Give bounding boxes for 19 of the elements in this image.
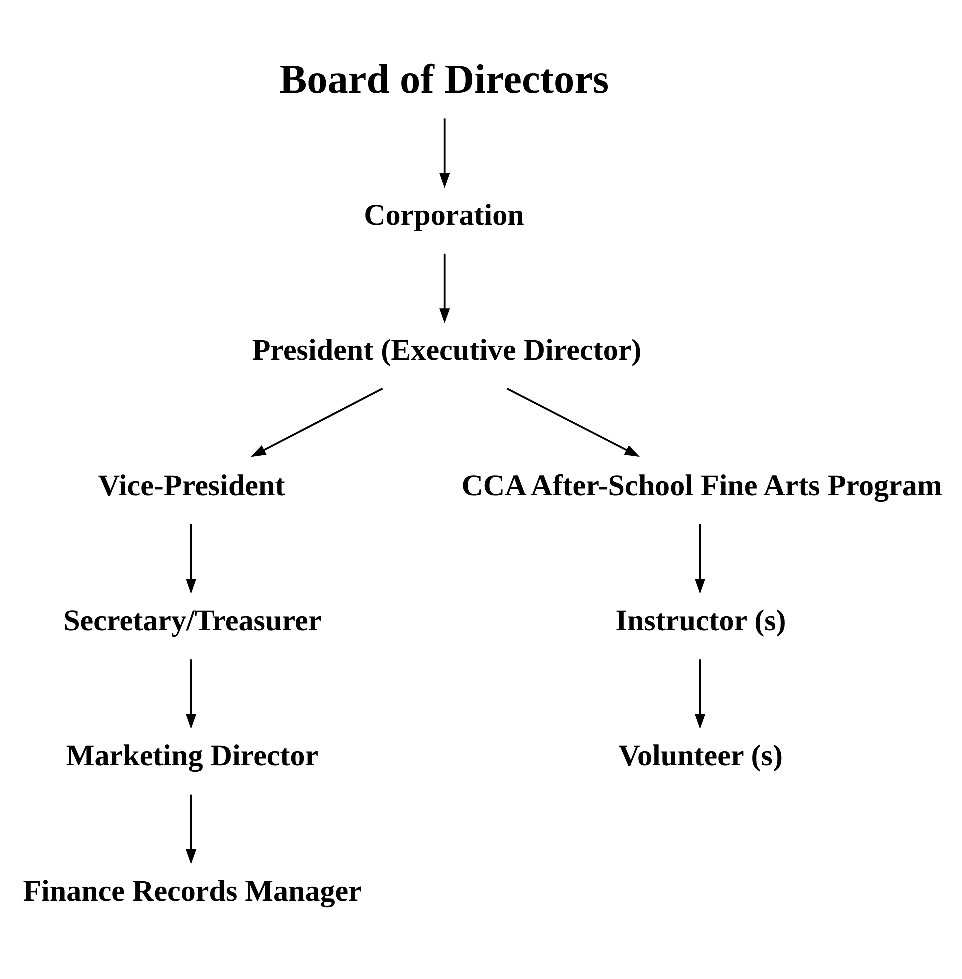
arrow xyxy=(440,118,450,188)
arrow xyxy=(186,794,197,864)
arrow xyxy=(440,253,450,324)
node-text: President (Executive Director) xyxy=(252,332,642,367)
node-text: Board of Directors xyxy=(280,55,610,102)
node-text: Instructor (s) xyxy=(616,602,786,637)
node-text: Vice-President xyxy=(98,468,286,502)
node-text: Corporation xyxy=(364,197,524,232)
arrow xyxy=(506,387,640,457)
arrow xyxy=(186,659,197,729)
node-text: CCA After-School Fine Arts Program xyxy=(462,468,942,502)
node-text: Secretary/Treasurer xyxy=(64,602,322,637)
node-text: Finance Records Manager xyxy=(23,873,362,908)
arrow xyxy=(695,659,706,729)
arrow xyxy=(695,524,706,594)
arrow xyxy=(186,524,197,594)
node-text: Volunteer (s) xyxy=(618,738,783,772)
node-text: Marketing Director xyxy=(66,738,319,772)
arrow xyxy=(251,387,384,457)
